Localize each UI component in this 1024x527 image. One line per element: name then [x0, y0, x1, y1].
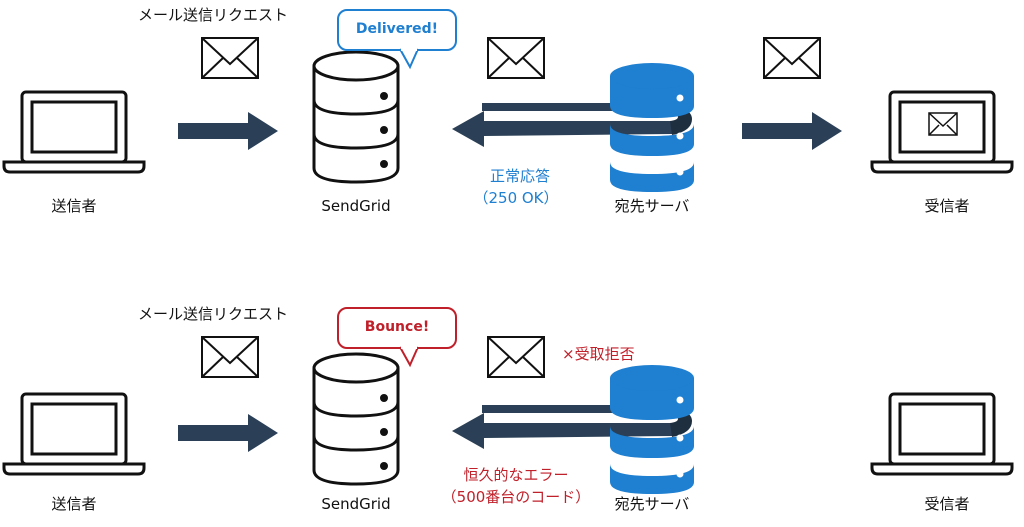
- sendgrid-server-icon: [312, 50, 400, 184]
- sendgrid-server-icon-2: [312, 352, 400, 486]
- delivered-label: Delivered!: [355, 21, 439, 37]
- sender-laptop-icon-2: [2, 392, 146, 476]
- request-envelope-icon-2: [201, 336, 259, 378]
- sender-label-2: 送信者: [51, 495, 97, 513]
- request-label-2: メール送信リクエスト: [138, 305, 289, 323]
- dest-server-label-2: 宛先サーバ: [614, 495, 690, 513]
- sendgrid-label: SendGrid: [321, 197, 391, 215]
- deliver-envelope-icon: [763, 37, 821, 79]
- rejected-envelope-icon: [487, 336, 545, 378]
- sendgrid-label-2: SendGrid: [321, 495, 391, 513]
- bounce-bubble: [337, 307, 457, 368]
- received-mail-icon: [928, 112, 958, 136]
- request-label: メール送信リクエスト: [138, 6, 289, 24]
- request-envelope-icon: [201, 37, 259, 79]
- sender-laptop-icon: [2, 90, 146, 174]
- forward-envelope-icon: [487, 37, 545, 79]
- sender-label: 送信者: [51, 197, 97, 215]
- delivered-bubble: [337, 9, 457, 70]
- ok-response-code: （250 OK）: [473, 189, 559, 207]
- send-arrow: [178, 112, 278, 150]
- error-response-label: 恒久的なエラー: [463, 466, 569, 484]
- recipient-laptop-icon-2: [870, 392, 1014, 476]
- recipient-label: 受信者: [924, 197, 970, 215]
- error-response-code: （500番台のコード）: [441, 488, 591, 506]
- recipient-label-2: 受信者: [924, 495, 970, 513]
- send-arrow-2: [178, 414, 278, 452]
- deliver-arrow: [742, 112, 842, 150]
- dest-server-label: 宛先サーバ: [614, 197, 690, 215]
- bounce-label: Bounce!: [364, 319, 430, 335]
- ok-response-label: 正常応答: [489, 167, 551, 185]
- rejection-label: ×受取拒否: [562, 345, 635, 363]
